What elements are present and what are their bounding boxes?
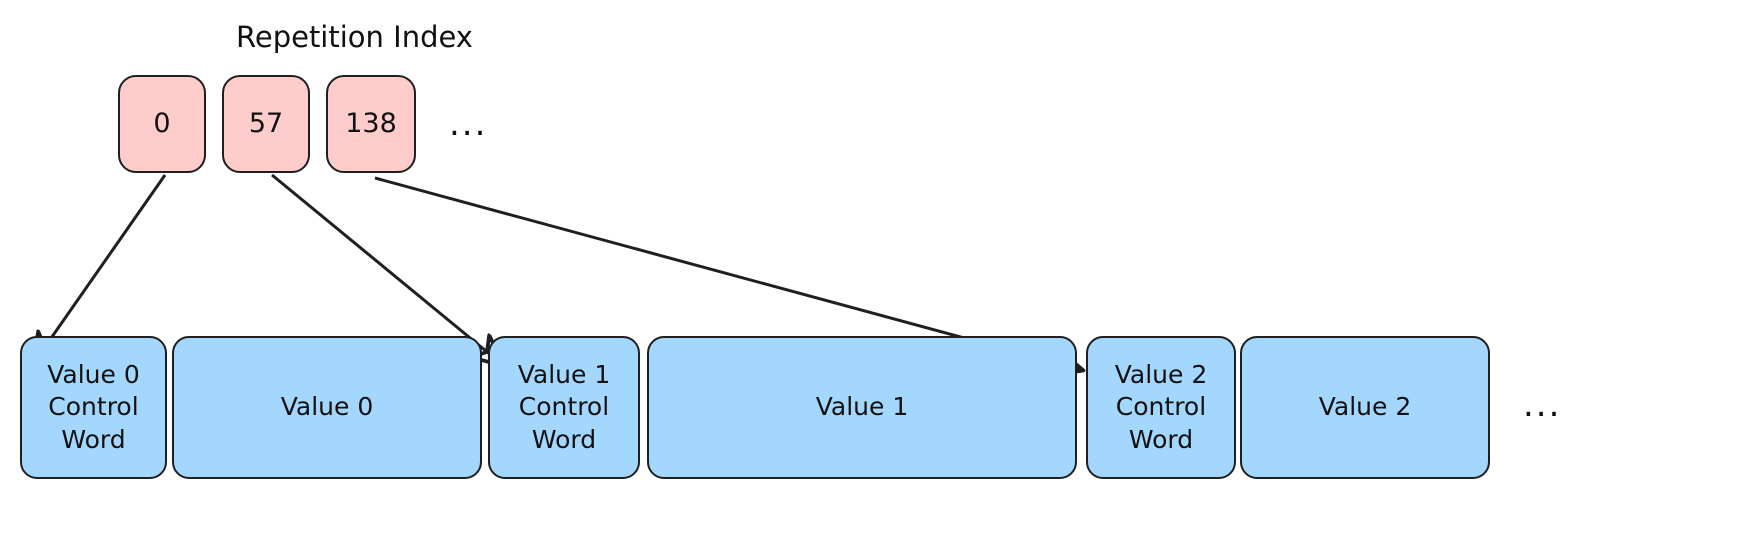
index-row-ellipsis: ... (449, 104, 488, 144)
index-cell-138[interactable]: 138 (326, 75, 416, 173)
data-cell-value-1[interactable]: Value 1 (647, 336, 1077, 479)
data-cell-value-0-control-word[interactable]: Value 0 Control Word (20, 336, 167, 479)
repetition-index-title: Repetition Index (236, 20, 473, 54)
data-cell-value-0[interactable]: Value 0 (172, 336, 482, 479)
data-cell-value-2-control-word[interactable]: Value 2 Control Word (1086, 336, 1236, 479)
data-cell-value-2[interactable]: Value 2 (1240, 336, 1490, 479)
data-row-ellipsis: ... (1523, 385, 1562, 425)
data-cell-value-1-control-word[interactable]: Value 1 Control Word (488, 336, 640, 479)
index-cell-57[interactable]: 57 (222, 75, 310, 173)
index-cell-0[interactable]: 0 (118, 75, 206, 173)
